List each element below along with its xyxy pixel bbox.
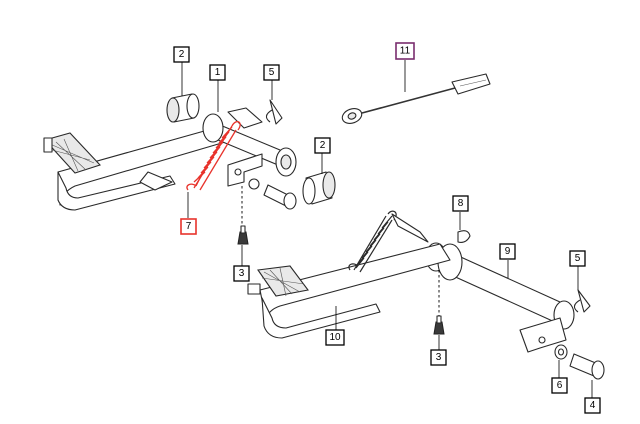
upper-bracket <box>227 153 263 187</box>
svg-text:9: 9 <box>505 246 511 257</box>
svg-text:5: 5 <box>575 253 581 264</box>
lower-bolt <box>433 315 445 335</box>
callout-7-highlighted: 7 <box>180 218 197 235</box>
svg-text:6: 6 <box>557 380 563 391</box>
callout-4: 4 <box>584 397 601 414</box>
callout-1: 1 <box>209 64 226 81</box>
callout-5-upper: 5 <box>263 64 280 81</box>
callout-8: 8 <box>452 195 469 212</box>
callout-9: 9 <box>499 243 516 260</box>
svg-text:2: 2 <box>320 140 326 151</box>
callout-10: 10 <box>325 329 345 346</box>
callout-6: 6 <box>551 377 568 394</box>
lower-clevis-pin <box>569 353 605 380</box>
callout-11-highlighted: 11 <box>395 42 415 60</box>
lower-foot-pad <box>247 265 309 297</box>
callout-5-lower: 5 <box>569 250 586 267</box>
upper-foot-pad <box>43 132 101 174</box>
woodruff-key <box>457 230 471 243</box>
upper-bolt <box>237 225 249 245</box>
brake-cable <box>341 73 491 124</box>
upper-return-spring-highlighted <box>186 121 241 191</box>
lower-return-spring <box>348 210 429 273</box>
callout-2-upper: 2 <box>173 46 190 63</box>
svg-text:7: 7 <box>186 221 192 232</box>
callout-2-middle: 2 <box>314 137 331 154</box>
callout-3-upper: 3 <box>233 265 250 282</box>
svg-text:3: 3 <box>239 268 245 279</box>
svg-text:11: 11 <box>400 46 411 57</box>
lower-cotter-pin <box>573 289 591 313</box>
upper-pedal-arm <box>57 127 233 211</box>
lower-pedal-arm <box>259 243 451 339</box>
svg-text:4: 4 <box>590 400 596 411</box>
upper-cotter-pin <box>265 99 283 125</box>
svg-text:10: 10 <box>329 332 341 343</box>
svg-text:8: 8 <box>458 198 464 209</box>
lower-clevis-bracket <box>519 317 567 353</box>
svg-text:3: 3 <box>436 352 442 363</box>
upper-bushing <box>166 93 200 123</box>
callout-3-lower: 3 <box>430 349 447 366</box>
middle-bushing <box>302 171 336 205</box>
svg-text:5: 5 <box>269 67 275 78</box>
lower-washer <box>554 344 568 360</box>
upper-clevis-pin <box>248 178 297 210</box>
leader-lines <box>181 60 593 398</box>
svg-text:1: 1 <box>215 67 221 78</box>
svg-text:2: 2 <box>179 49 185 60</box>
